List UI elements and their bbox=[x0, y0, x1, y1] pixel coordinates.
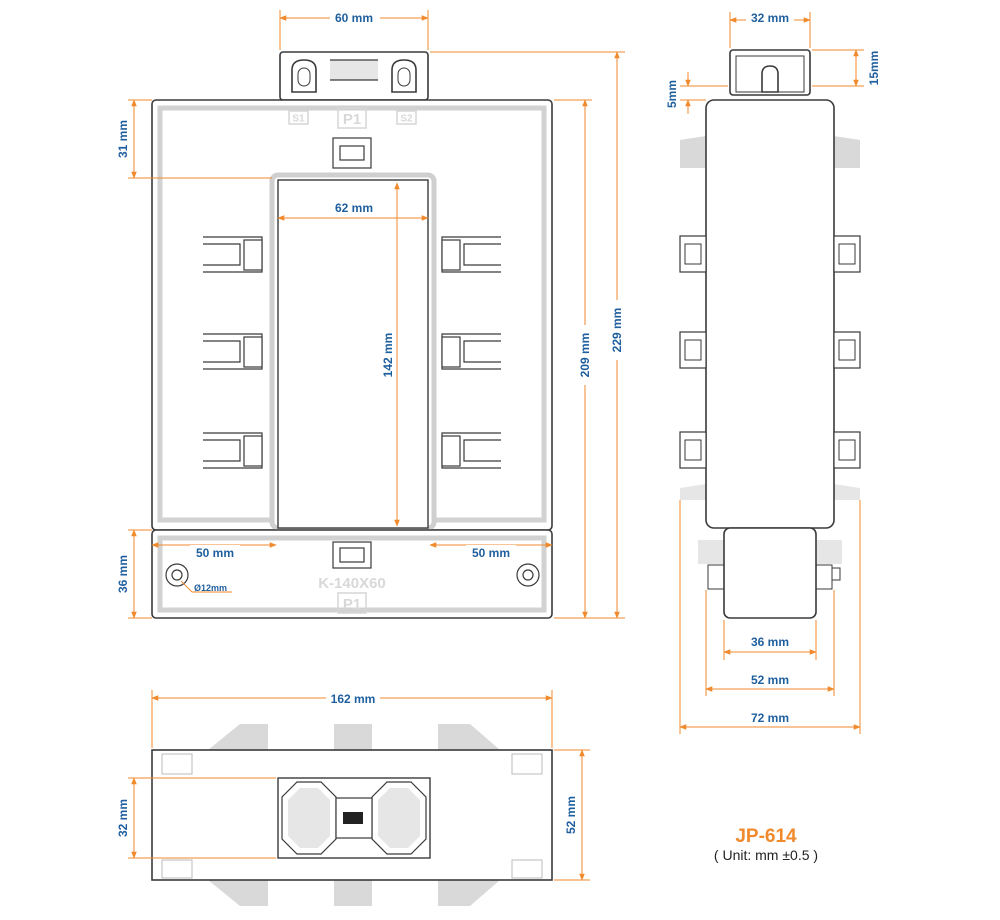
dim-cap-gap: 5mm bbox=[665, 80, 679, 108]
label-p1-bottom: P1 bbox=[343, 596, 361, 613]
bottom-view: 162 mm 32 mm 52 mm bbox=[116, 690, 590, 906]
bottom-clip bbox=[332, 541, 372, 569]
top-clip bbox=[332, 137, 372, 169]
side-clips-left bbox=[203, 236, 263, 469]
side-view-clips bbox=[679, 235, 861, 469]
front-view: S1 P1 S2 K-140X60 P1 60 mm 62 mm 142 mm … bbox=[116, 10, 626, 619]
dim-window-width: 62 mm bbox=[335, 201, 373, 215]
dim-bottom-inner-height: 32 mm bbox=[116, 799, 130, 837]
side-body bbox=[705, 99, 835, 529]
dim-cap-height: 15mm bbox=[867, 51, 881, 86]
dim-body-height: 209 mm bbox=[578, 333, 592, 378]
dim-right-margin: 50 mm bbox=[472, 546, 510, 560]
mounting-hole-right bbox=[516, 563, 540, 587]
unit-note: ( Unit: mm ±0.5 ) bbox=[714, 847, 818, 863]
label-p1-top: P1 bbox=[343, 111, 361, 128]
dim-base-72: 72 mm bbox=[751, 711, 789, 725]
dim-top-offset: 31 mm bbox=[116, 120, 130, 158]
dim-base-52: 52 mm bbox=[751, 673, 789, 687]
side-view: 32 mm 15mm 5mm 36 mm 52 mm 72 mm bbox=[665, 10, 881, 734]
side-clips-right bbox=[441, 236, 501, 469]
dim-window-height: 142 mm bbox=[381, 333, 395, 378]
dim-bottom-strip: 36 mm bbox=[116, 555, 130, 593]
label-s1: S1 bbox=[292, 114, 305, 125]
dim-total-height: 229 mm bbox=[610, 308, 624, 353]
label-s2: S2 bbox=[400, 114, 413, 125]
side-base bbox=[698, 527, 842, 619]
model-title: JP-614 bbox=[735, 826, 797, 847]
top-terminal-cap bbox=[279, 51, 429, 101]
dim-left-margin: 50 mm bbox=[196, 546, 234, 560]
dim-top-width: 60 mm bbox=[335, 11, 373, 25]
dim-bottom-height: 52 mm bbox=[564, 796, 578, 834]
bottom-strip bbox=[151, 529, 553, 619]
dim-cap-width: 32 mm bbox=[751, 11, 789, 25]
dim-bottom-width: 162 mm bbox=[331, 692, 376, 706]
core-window bbox=[277, 179, 429, 529]
dim-hole-diameter: Ø12mm bbox=[194, 583, 227, 593]
dim-base-36: 36 mm bbox=[751, 635, 789, 649]
mounting-hole-left bbox=[165, 563, 189, 587]
model-emboss: K-140X60 bbox=[318, 575, 386, 592]
bottom-terminal-block bbox=[277, 777, 431, 859]
